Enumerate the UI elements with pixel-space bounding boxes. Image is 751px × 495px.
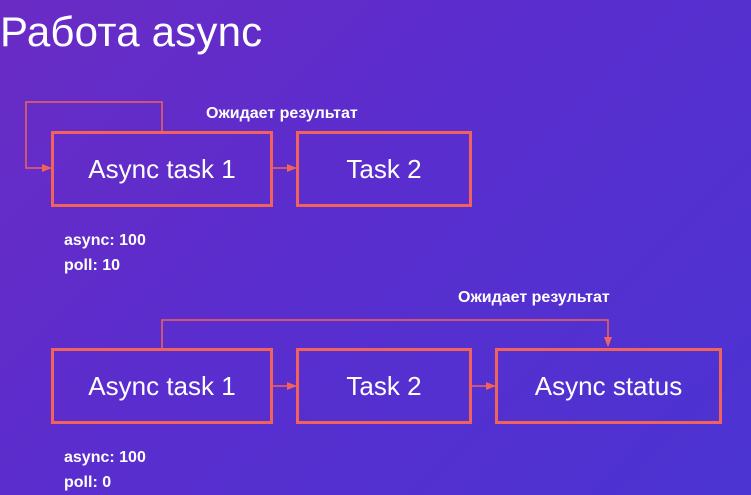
top-stat-async: async: 100	[64, 232, 146, 249]
top-async-task-1-box: Async task 1	[51, 131, 273, 207]
bottom-waiting-note: Ожидает результат	[458, 289, 610, 306]
bottom-stat-async: async: 100	[64, 449, 146, 466]
bottom-async-status-box: Async status	[495, 348, 722, 424]
top-stats: async: 100 poll: 10	[64, 228, 146, 278]
top-self-loop-connector	[25, 101, 163, 172]
slide-title: Работа async	[0, 8, 263, 55]
top-stat-poll: poll: 10	[64, 257, 121, 274]
bottom-wait-connector	[161, 319, 612, 348]
bottom-stat-poll: poll: 0	[64, 474, 112, 491]
bottom-async-task-1-box: Async task 1	[51, 348, 273, 424]
top-waiting-note: Ожидает результат	[206, 105, 358, 122]
top-task-2-box: Task 2	[296, 131, 472, 207]
bottom-task-2-box: Task 2	[296, 348, 472, 424]
bottom-stats: async: 100 poll: 0	[64, 445, 146, 495]
